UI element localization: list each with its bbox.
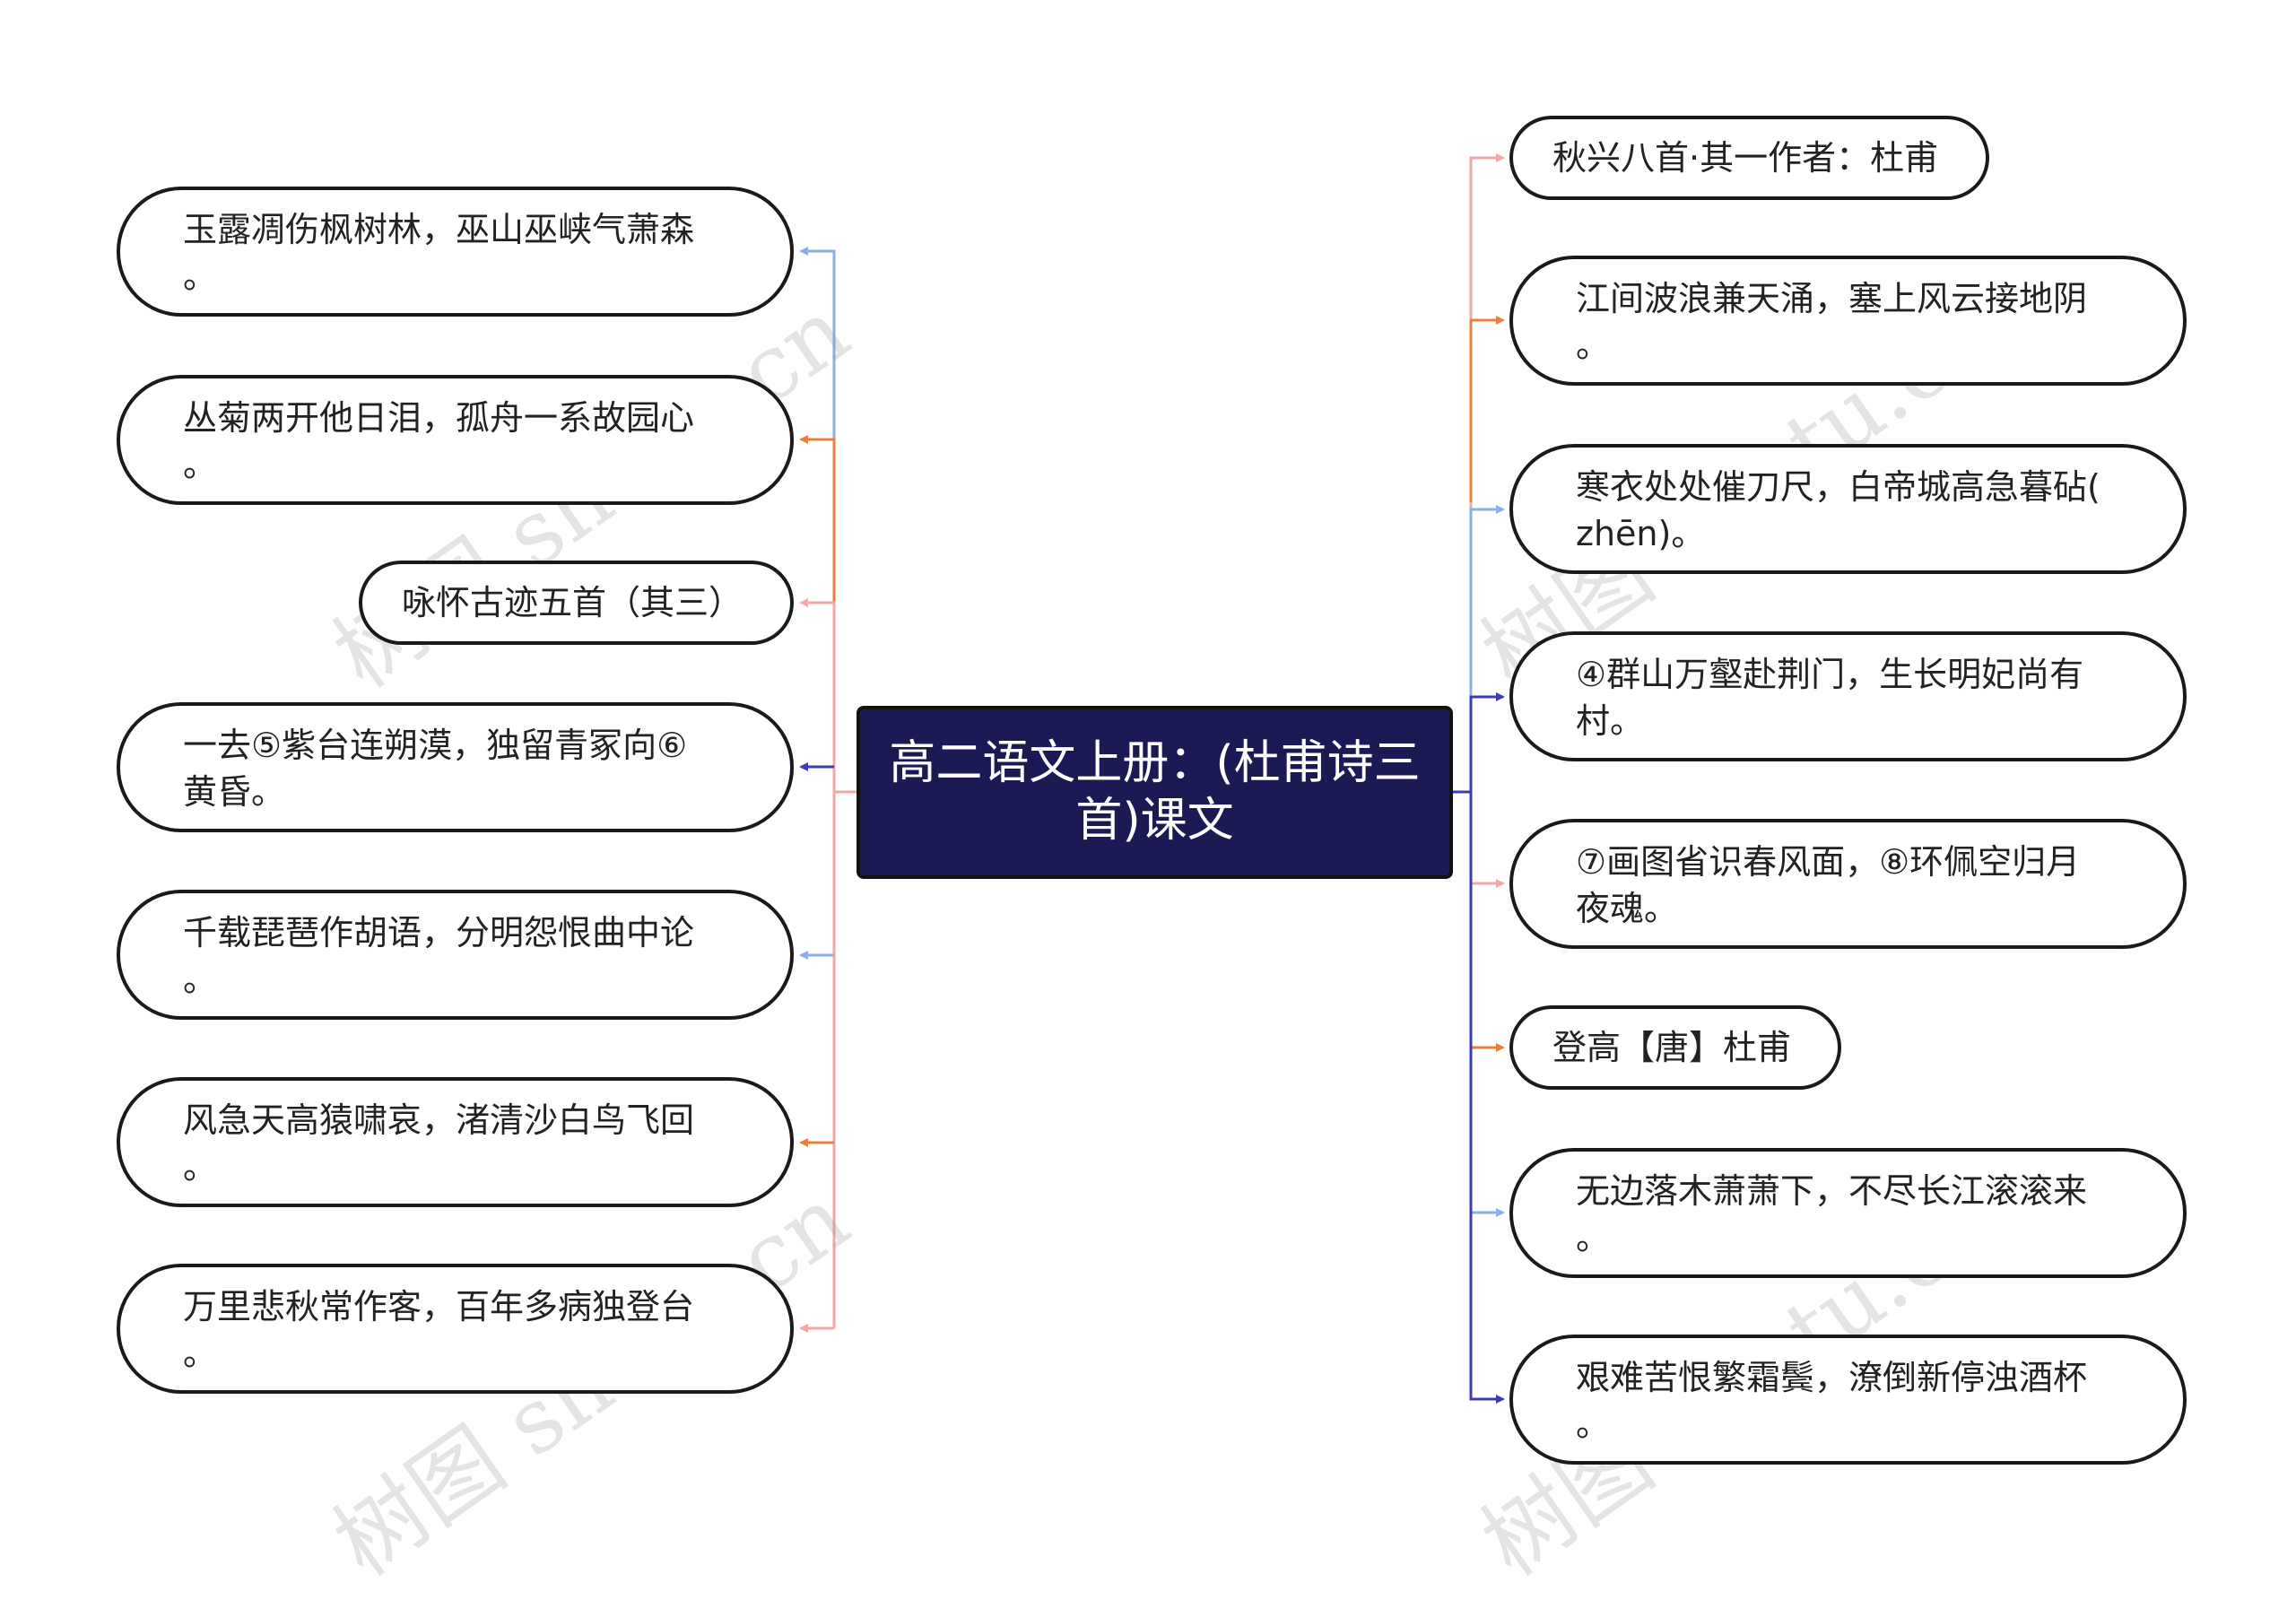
left-node-6[interactable]: 风急天高猿啸哀，渚清沙白鸟飞回 。 <box>117 1077 794 1207</box>
right-connector-4 <box>1469 692 1505 792</box>
node-line: 玉露凋伤枫树林，巫山巫峡气萧森 <box>183 210 695 249</box>
right-node-3[interactable]: 寒衣处处催刀尺，白帝城高急暮砧( zhēn)。 <box>1509 444 2187 574</box>
left-node-3[interactable]: 咏怀古迹五首（其三） <box>359 561 794 645</box>
node-line: 。 <box>183 1147 218 1187</box>
right-node-5[interactable]: ⑦画图省识春风面，⑧环佩空归月 夜魂。 <box>1509 819 2187 949</box>
right-node-1[interactable]: 秋兴八首·其一作者：杜甫 <box>1509 116 1989 200</box>
right-connector-2 <box>1469 316 1505 502</box>
left-node-7[interactable]: 万里悲秋常作客，百年多病独登台 。 <box>117 1264 794 1394</box>
left-connector-trunk <box>832 790 857 1328</box>
central-topic-title: 高二语文上册：(杜甫诗三首)课文 <box>889 736 1421 848</box>
left-node-4[interactable]: 一去⑤紫台连朔漠，独留青冢向⑥ 黄昏。 <box>117 702 794 832</box>
node-line: 一去⑤紫台连朔漠，独留青冢向⑥ <box>183 726 688 765</box>
right-node-4[interactable]: ④群山万壑赴荆门，生长明妃尚有 村。 <box>1509 631 2187 761</box>
node-line: 。 <box>1576 1218 1611 1257</box>
node-label: 登高【唐】杜甫 <box>1552 1028 1792 1067</box>
node-line: 黄昏。 <box>183 772 286 812</box>
node-line: 艰难苦恨繁霜鬓，潦倒新停浊酒杯 <box>1576 1358 2088 1397</box>
node-line: 。 <box>1576 1404 1611 1444</box>
node-line: ④群山万壑赴荆门，生长明妃尚有 <box>1576 655 2084 694</box>
right-node-8[interactable]: 艰难苦恨繁霜鬓，潦倒新停浊酒杯 。 <box>1509 1335 2187 1465</box>
node-line: 江间波浪兼天涌，塞上风云接地阴 <box>1576 279 2088 318</box>
left-node-5[interactable]: 千载琵琶作胡语，分明怨恨曲中论 。 <box>117 890 794 1020</box>
right-connector-3 <box>1469 505 1505 695</box>
node-line: 风急天高猿啸哀，渚清沙白鸟飞回 <box>183 1100 695 1140</box>
central-topic[interactable]: 高二语文上册：(杜甫诗三首)课文 <box>857 706 1453 879</box>
node-line: 。 <box>183 257 218 296</box>
node-label: 秋兴八首·其一作者：杜甫 <box>1552 138 1939 178</box>
left-node-2[interactable]: 丛菊两开他日泪，孤舟一系故园心 。 <box>117 375 794 505</box>
node-line: zhēn)。 <box>1576 514 1706 553</box>
node-line: 丛菊两开他日泪，孤舟一系故园心 <box>183 398 695 438</box>
right-connectors <box>1453 153 1505 1404</box>
right-node-7[interactable]: 无边落木萧萧下，不尽长江滚滚来 。 <box>1509 1148 2187 1278</box>
node-label: 咏怀古迹五首（其三） <box>402 583 744 622</box>
left-node-1[interactable]: 玉露凋伤枫树林，巫山巫峡气萧森 。 <box>117 187 794 317</box>
node-line: ⑦画图省识春风面，⑧环佩空归月 <box>1576 842 2081 882</box>
left-connector-1 <box>799 247 836 439</box>
node-line: 。 <box>183 1334 218 1373</box>
left-connectors <box>799 247 857 1333</box>
right-connector-8 <box>1469 792 1505 1404</box>
node-line: 。 <box>183 445 218 484</box>
left-connector-3 <box>799 598 836 792</box>
node-line: 。 <box>1576 326 1611 365</box>
node-line: 万里悲秋常作客，百年多病独登台 <box>183 1287 695 1326</box>
node-line: 无边落木萧萧下，不尽长江滚滚来 <box>1576 1171 2088 1211</box>
left-connector-2 <box>799 435 836 603</box>
right-node-2[interactable]: 江间波浪兼天涌，塞上风云接地阴 。 <box>1509 256 2187 386</box>
node-line: 千载琵琶作胡语，分明怨恨曲中论 <box>183 913 695 952</box>
node-line: 。 <box>183 960 218 999</box>
right-node-6[interactable]: 登高【唐】杜甫 <box>1509 1005 1841 1090</box>
node-line: 寒衣处处催刀尺，白帝城高急暮砧( <box>1576 467 2100 507</box>
node-line: 村。 <box>1576 701 1645 741</box>
node-line: 夜魂。 <box>1576 889 1679 928</box>
